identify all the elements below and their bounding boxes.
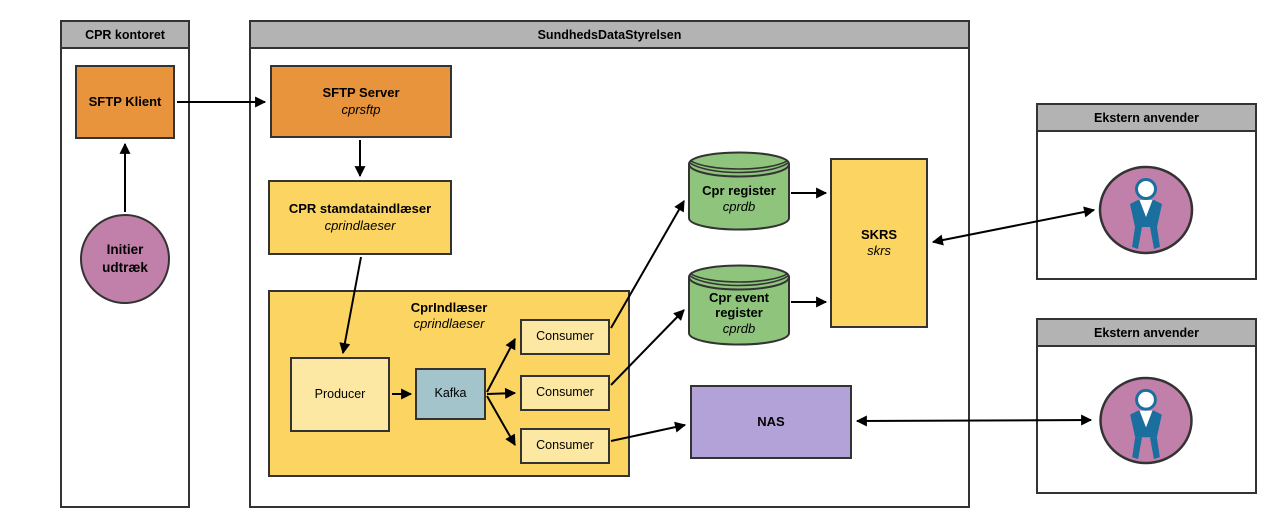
db-cpr-event-register: Cpr event register cprdb <box>688 264 790 346</box>
node-sftp-klient-label: SFTP Klient <box>88 93 162 109</box>
node-consumer-1-label: Consumer <box>536 329 594 344</box>
container-ekstern-anvender-1-title: Ekstern anvender <box>1038 105 1255 132</box>
person-icon <box>1099 376 1193 465</box>
node-nas: NAS <box>690 385 852 459</box>
node-initier-udtraek-label: Initier udtræk <box>102 242 148 275</box>
db-cpr-register-sublabel: cprdb <box>722 199 756 214</box>
actor-ekstern-anvender-2 <box>1098 376 1194 465</box>
node-skrs-sublabel: skrs <box>867 243 891 258</box>
database-icon <box>688 264 790 346</box>
node-consumer-2: Consumer <box>520 375 610 411</box>
node-cpr-stamdataindlaeser-sublabel: cprindlaeser <box>324 217 396 233</box>
node-cpr-stamdataindlaeser: CPR stamdataindlæser cprindlaeser <box>268 180 452 255</box>
node-initier-udtraek: Initier udtræk <box>80 214 170 304</box>
db-cpr-register: Cpr register cprdb <box>688 151 790 231</box>
node-cpr-stamdataindlaeser-label: CPR stamdataindlæser <box>288 201 432 217</box>
node-sftp-server-label: SFTP Server <box>322 85 400 101</box>
node-consumer-1: Consumer <box>520 319 610 355</box>
group-cprindlaeser-sublabel: cprindlaeser <box>413 316 485 332</box>
node-skrs-label: SKRS <box>860 226 898 242</box>
container-ekstern-anvender-2-title: Ekstern anvender <box>1038 320 1255 347</box>
node-skrs: SKRS skrs <box>830 158 928 328</box>
db-cpr-event-register-label: Cpr event register <box>709 289 769 321</box>
node-consumer-3-label: Consumer <box>536 438 594 453</box>
container-ekstern-anvender-2: Ekstern anvender <box>1036 318 1257 494</box>
node-sftp-klient: SFTP Klient <box>75 65 175 139</box>
db-cpr-event-register-sublabel: cprdb <box>722 320 756 336</box>
node-nas-label: NAS <box>757 413 785 429</box>
node-producer: Producer <box>290 357 390 432</box>
node-producer-label: Producer <box>314 386 366 401</box>
node-consumer-2-label: Consumer <box>536 385 594 400</box>
container-cpr-kontoret-title: CPR kontoret <box>62 22 188 49</box>
database-icon <box>688 151 790 231</box>
actor-ekstern-anvender-1 <box>1098 165 1194 255</box>
person-icon <box>1098 165 1194 255</box>
container-cpr-kontoret: CPR kontoret <box>60 20 190 508</box>
node-kafka-label: Kafka <box>434 386 467 401</box>
group-cprindlaeser-label: CprIndlæser <box>410 300 488 315</box>
db-cpr-register-label: Cpr register <box>702 183 776 199</box>
node-sftp-server: SFTP Server cprsftp <box>270 65 452 138</box>
container-sundhedsdatastyrelsen: SundhedsDataStyrelsen <box>249 20 970 508</box>
node-sftp-server-sublabel: cprsftp <box>341 101 381 117</box>
container-sundhedsdatastyrelsen-title: SundhedsDataStyrelsen <box>251 22 968 49</box>
node-kafka: Kafka <box>415 368 486 420</box>
node-consumer-3: Consumer <box>520 428 610 464</box>
container-ekstern-anvender-1: Ekstern anvender <box>1036 103 1257 280</box>
